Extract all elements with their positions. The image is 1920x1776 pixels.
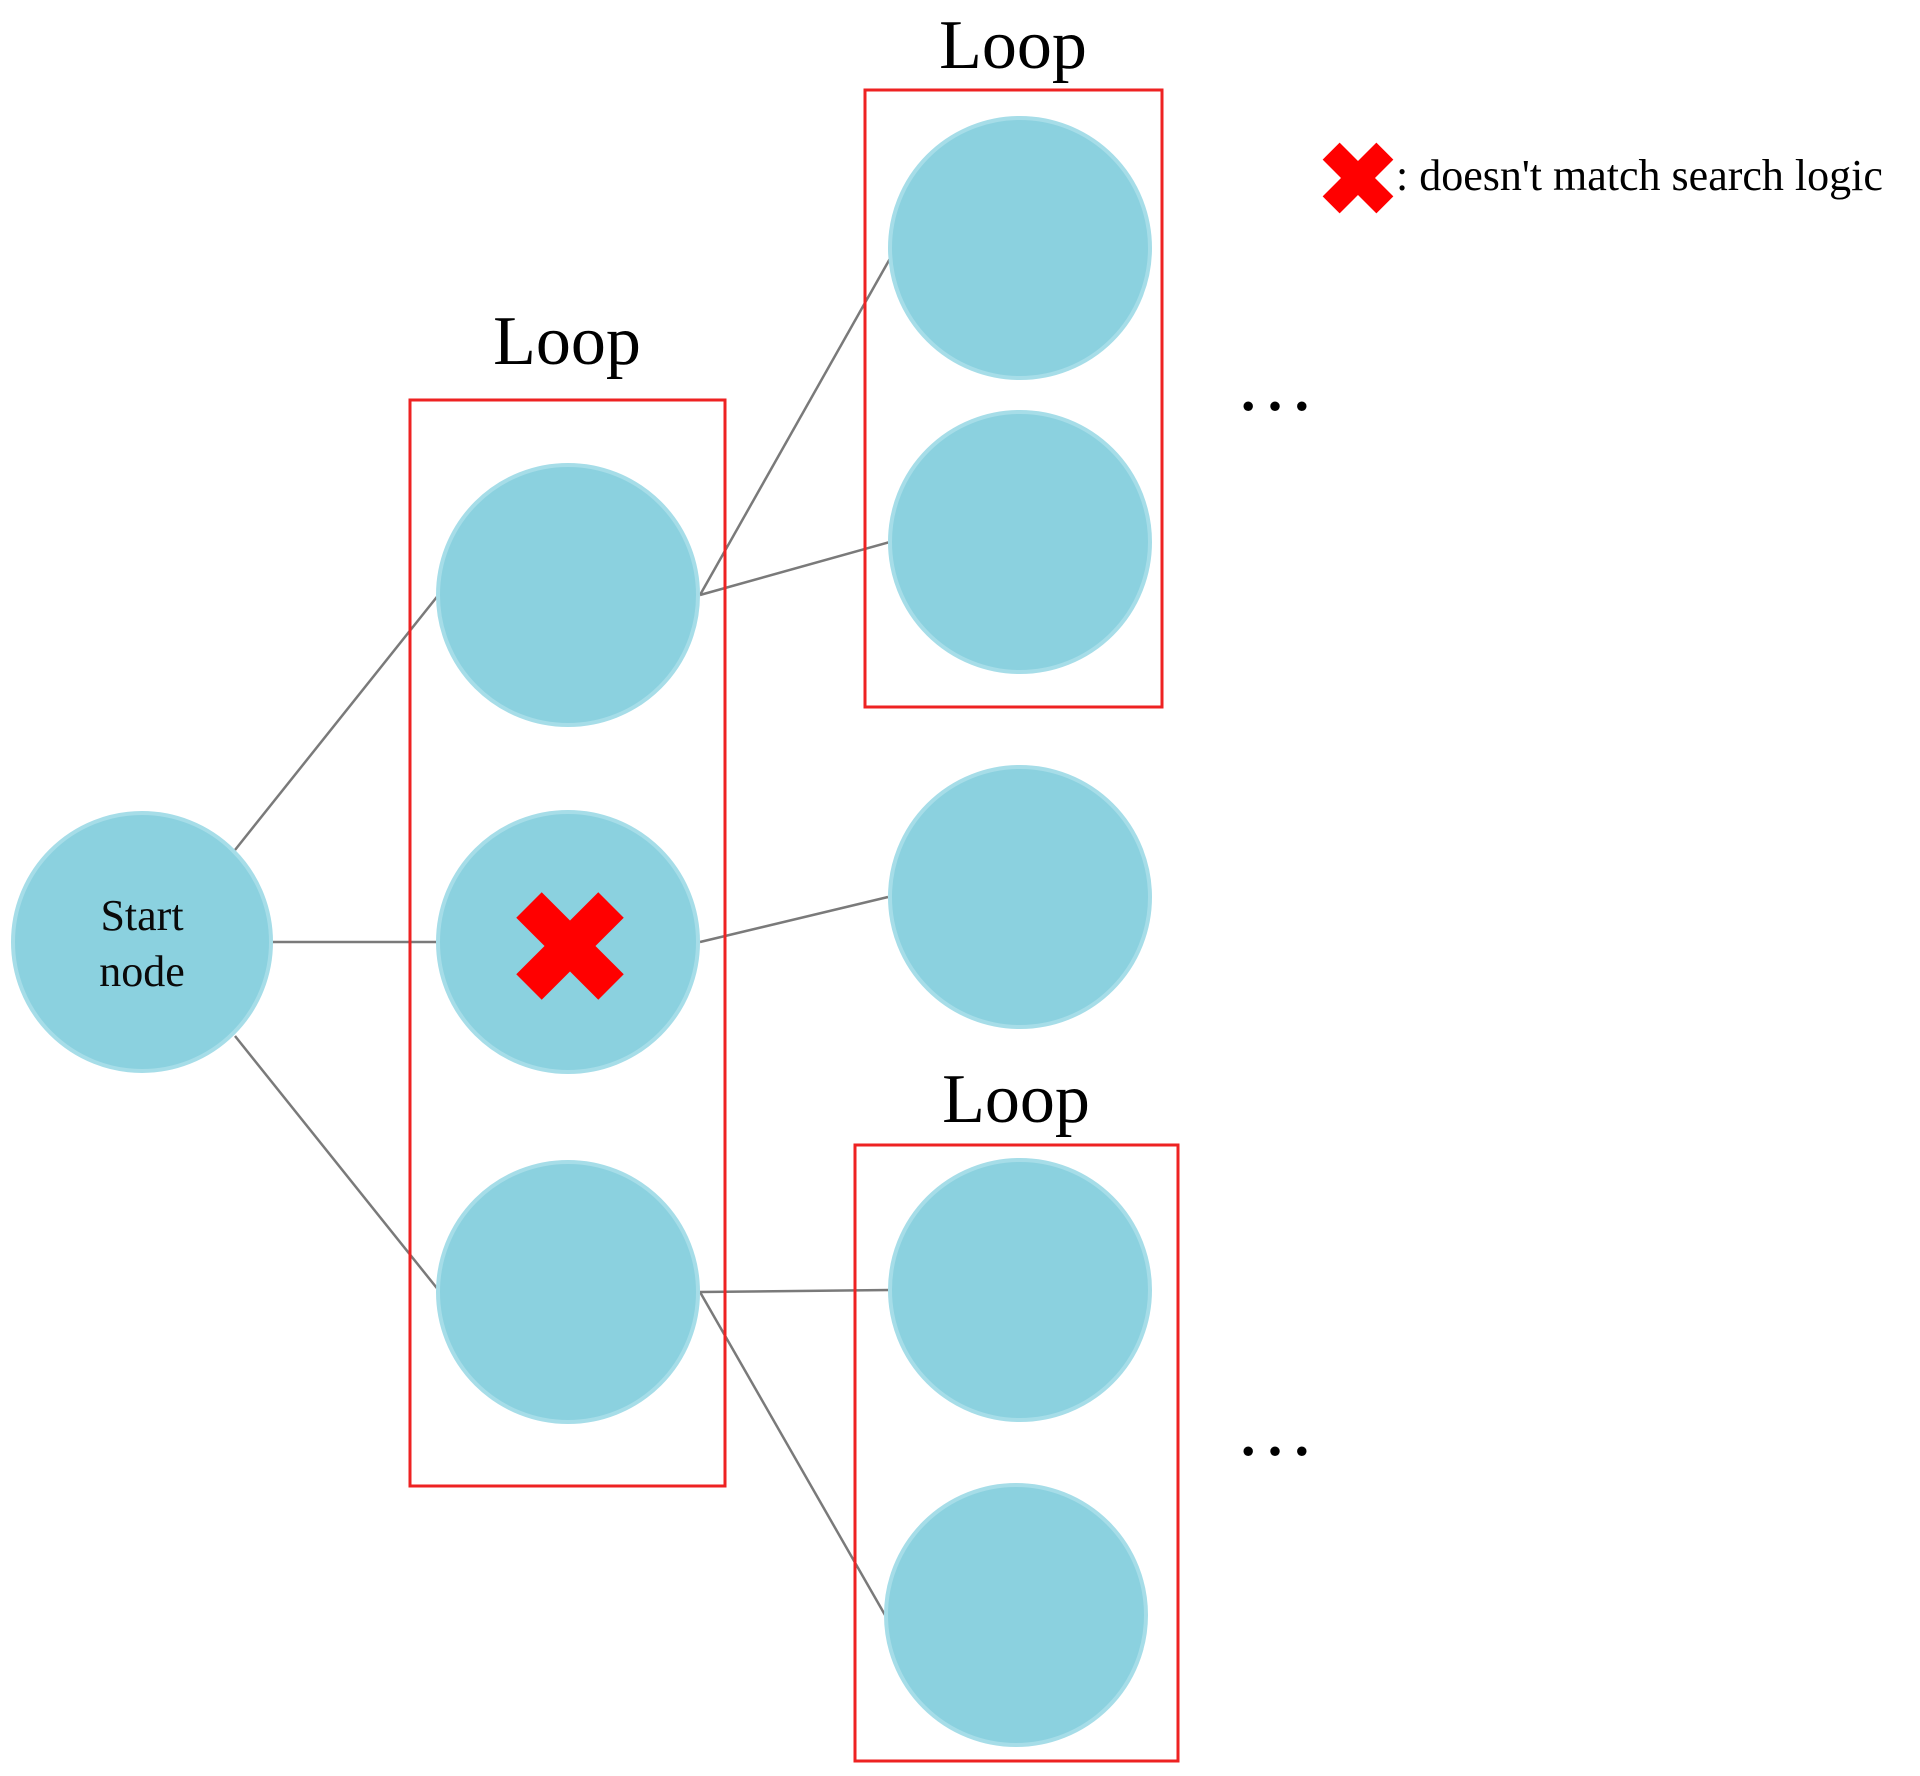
edge-loop1-node2-to-middle-node xyxy=(699,895,889,944)
ellipsis-upper: … xyxy=(1235,340,1329,428)
loop1-node-1 xyxy=(436,463,700,727)
edge-start-to-loop1-node1 xyxy=(234,592,441,851)
edge-start-to-loop1-node3 xyxy=(234,1035,441,1293)
edge-loop1-node1-to-loop2-node1 xyxy=(698,254,894,596)
start-node-label-line1: Start xyxy=(100,891,183,940)
edges xyxy=(234,254,894,1616)
red-x-icon xyxy=(516,892,624,1000)
loop1-node-3 xyxy=(436,1160,700,1424)
loop-label-1: Loop xyxy=(493,303,641,380)
loop-box-1 xyxy=(408,398,727,1488)
loop2-node-1 xyxy=(888,116,1152,380)
legend-text: : doesn't match search logic xyxy=(1396,151,1883,200)
legend: : doesn't match search logic xyxy=(1322,142,1883,214)
ellipsis-lower: … xyxy=(1235,1385,1329,1473)
loop3-node-1 xyxy=(888,1158,1152,1422)
loop3-node-2 xyxy=(884,1483,1148,1747)
loop-box-2 xyxy=(863,88,1164,709)
loop-label-2: Loop xyxy=(939,7,1087,84)
loop-label-3: Loop xyxy=(942,1061,1090,1138)
loop2-node-2 xyxy=(888,410,1152,674)
start-node xyxy=(11,811,273,1073)
edge-loop1-node1-to-loop2-node2 xyxy=(699,540,891,597)
legend-red-x-icon xyxy=(1322,142,1394,214)
loop-box-3 xyxy=(853,1143,1180,1763)
edge-loop1-node3-to-loop3-node2 xyxy=(698,1291,887,1616)
start-node-label-line2: node xyxy=(99,947,185,996)
middle-node xyxy=(888,765,1152,1029)
edge-loop1-node3-to-loop3-node1 xyxy=(699,1288,891,1294)
